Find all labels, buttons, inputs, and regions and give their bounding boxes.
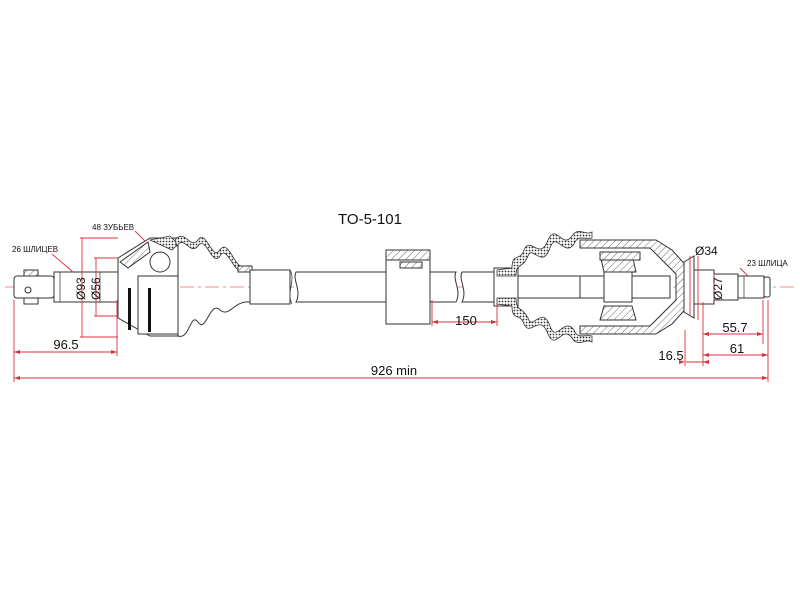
dim-150: 150	[455, 313, 477, 328]
right-boot	[493, 230, 593, 344]
dim-55-7: 55.7	[722, 320, 747, 335]
label-right-splines: 23 ШЛИЦА	[747, 259, 788, 268]
dim-total-length: 926 min	[371, 363, 417, 378]
label-left-splines: 26 ШЛИЦЕВ	[12, 245, 58, 254]
damper-weight	[385, 249, 431, 325]
right-cv-joint	[579, 239, 691, 335]
left-boot	[174, 235, 253, 337]
dim-d56: Ø56	[89, 277, 103, 300]
dim-61: 61	[730, 341, 744, 356]
part-number-title: TO-5-101	[338, 211, 402, 228]
dim-d93: Ø93	[74, 277, 88, 300]
dimension-lines	[13, 230, 769, 382]
dim-d27: Ø27	[711, 277, 725, 300]
dimension-arrows	[14, 320, 768, 380]
dim-d34: Ø34	[695, 244, 718, 258]
dim-16-5: 16.5	[658, 348, 683, 363]
dim-96-5: 96.5	[53, 337, 78, 352]
left-cv-joint	[117, 235, 179, 337]
label-abs-teeth: 48 ЗУБЬЕВ	[92, 223, 134, 232]
